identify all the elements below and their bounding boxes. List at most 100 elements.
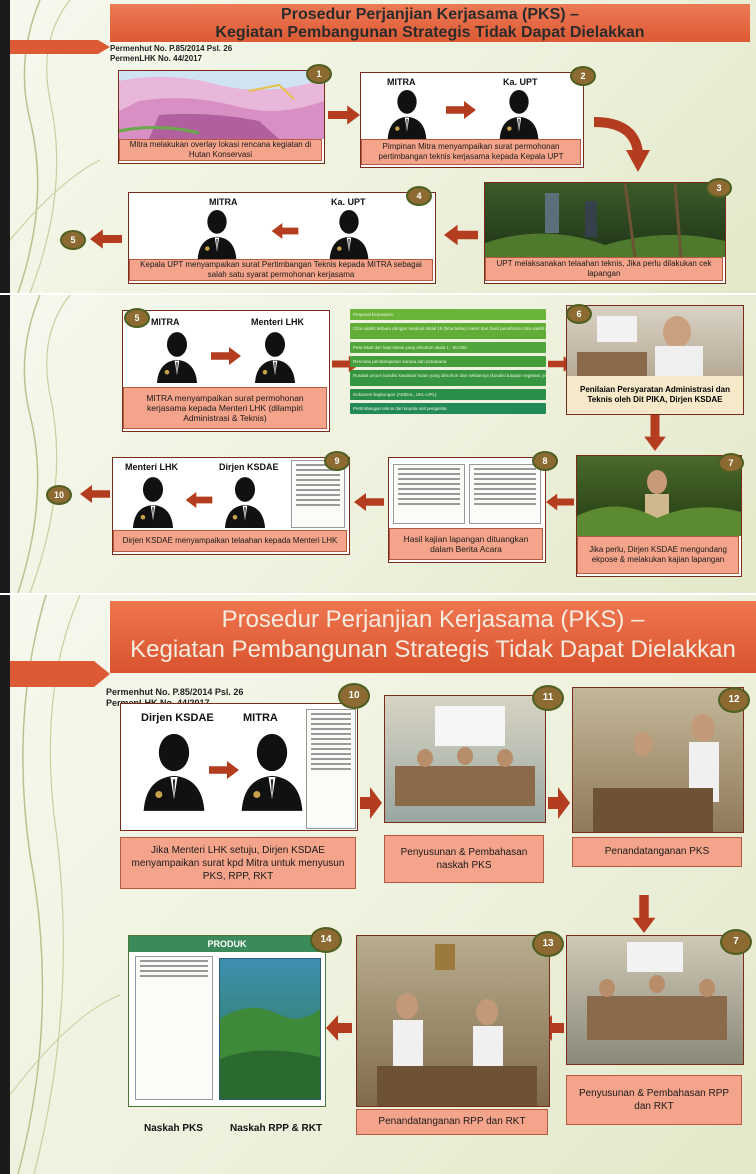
- step-caption: Hasil kajian lapangan dituangkan dalam B…: [389, 528, 543, 560]
- person-icon: [321, 207, 377, 259]
- step-badge: 9: [324, 451, 350, 471]
- arrow-right: [433, 101, 489, 119]
- step-badge: 4: [406, 186, 432, 206]
- step-caption: Penandatanganan RPP dan RKT: [356, 1109, 548, 1135]
- step-badge: 8: [532, 451, 558, 471]
- actor-label: Ka. UPT: [331, 197, 366, 207]
- actor-label: Ka. UPT: [503, 77, 538, 87]
- person-icon: [217, 474, 273, 528]
- title-banner: Prosedur Perjanjian Kerjasama (PKS) – Ke…: [110, 4, 750, 42]
- step-signing-group: Penandatanganan PKS: [572, 687, 744, 877]
- document-thumbnail: [393, 464, 465, 524]
- product-label: Naskah RPP & RKT: [230, 1123, 323, 1134]
- arrow-right: [360, 787, 382, 819]
- requirement-item: Pertimbangan teknis dari kepala unit pen…: [350, 403, 546, 414]
- products-header: PRODUK: [129, 936, 325, 952]
- step-caption: Penandatanganan PKS: [572, 837, 742, 867]
- step-badge: 5: [124, 308, 150, 328]
- meeting-photo: [566, 935, 744, 1065]
- step-assessment-box: Penilaian Persyaratan Administrasi dan T…: [566, 305, 744, 415]
- requirement-item: Rusalat umum kondisi kawasan hutan yang …: [350, 370, 546, 386]
- regulation-1: Permenhut No. P.85/2014 Psl. 26: [110, 44, 233, 53]
- step-badge: 7: [718, 453, 744, 473]
- title-line-2: Kegiatan Pembangunan Strategis Tidak Dap…: [215, 24, 645, 41]
- step-caption: UPT melaksanakan telaahan teknis, Jika p…: [485, 257, 723, 281]
- person-icon: [247, 329, 303, 383]
- step-badge: 3: [706, 178, 732, 198]
- step-overlay-box: Mitra melakukan overlay lokasi rencana k…: [118, 70, 325, 164]
- regulation-1: Permenhut No. P.85/2014 Psl. 26: [106, 687, 244, 697]
- step-caption: Penilaian Persyaratan Administrasi dan T…: [567, 376, 743, 414]
- slide-1: Prosedur Perjanjian Kerjasama (PKS) – Ke…: [10, 0, 756, 293]
- requirement-item: Proposal kerjasama: [350, 309, 546, 320]
- regulation-2: PermenLHK No. 44/2017: [110, 54, 203, 63]
- step-letter-box: MITRA Ka. UPT Pimpinan Mitra menyampaika…: [360, 72, 584, 168]
- title-banner: Prosedur Perjanjian Kerjasama (PKS) – Ke…: [110, 601, 756, 673]
- step-caption: Dirjen KSDAE menyampaikan telaahan kepad…: [113, 530, 347, 552]
- step-caption: MITRA menyampaikan surat permohonan kerj…: [123, 387, 327, 429]
- requirements-list: Proposal kerjasama Citra satelit terbaru…: [350, 309, 546, 417]
- person-icon: [495, 87, 543, 139]
- meeting-photo: [384, 695, 546, 823]
- person-icon: [125, 474, 181, 528]
- meeting-photo: [567, 306, 743, 376]
- arrow-right: [328, 104, 360, 126]
- step-drafting-group: Penyusunan & Pembahasan naskah PKS: [384, 695, 546, 883]
- title-line-1: Prosedur Perjanjian Kerjasama (PKS) –: [281, 6, 579, 23]
- next-step-badge: 5: [60, 230, 86, 250]
- arrow-curve-down: [594, 117, 650, 172]
- title-pointer-arrow: [10, 40, 110, 54]
- person-icon: [189, 207, 245, 259]
- person-icon: [237, 728, 307, 812]
- actor-label: Menteri LHK: [125, 462, 179, 472]
- step-pertek-box: MITRA Ka. UPT Kepala UPT menyampaikan su…: [128, 192, 436, 284]
- step-caption: Jika Menteri LHK setuju, Dirjen KSDAE me…: [120, 837, 356, 889]
- product-label: Naskah PKS: [144, 1123, 203, 1134]
- actor-label: Dirjen KSDAE: [141, 712, 214, 724]
- products-box: PRODUK: [128, 935, 326, 1107]
- step-caption: Penyusunan & Pembahasan naskah PKS: [384, 835, 544, 883]
- arrow-left: [80, 483, 110, 505]
- step-field-study-box: Jika perlu, Dirjen KSDAE mengundang ekpo…: [576, 455, 742, 577]
- step-badge: 13: [532, 931, 564, 957]
- step-badge: 14: [310, 927, 342, 953]
- slide-border: [0, 0, 10, 293]
- arrow-left: [326, 1015, 352, 1041]
- step-badge: 1: [306, 64, 332, 84]
- actor-label: MITRA: [209, 197, 238, 207]
- arrow-right: [209, 760, 239, 780]
- actor-label: Menteri LHK: [251, 317, 305, 327]
- actor-label: MITRA: [151, 317, 180, 327]
- slide-3: Prosedur Perjanjian Kerjasama (PKS) – Ke…: [10, 595, 756, 1174]
- signing-photo: [572, 687, 744, 833]
- person-icon: [149, 329, 205, 383]
- title-line-1: Prosedur Perjanjian Kerjasama (PKS) –: [221, 606, 645, 633]
- arrow-down: [642, 415, 668, 451]
- arrow-right: [548, 787, 570, 819]
- arrow-left: [185, 492, 213, 508]
- document-thumbnail: [306, 709, 356, 829]
- arrow-right: [211, 347, 241, 365]
- slide-border: [0, 295, 10, 593]
- step-approval-group: Dirjen KSDAE MITRA Jika Menteri LHK setu…: [120, 703, 358, 985]
- arrow-left: [546, 491, 574, 513]
- arrow-left: [354, 491, 384, 513]
- leaf-decoration: [17, 295, 71, 593]
- step-caption: Jika perlu, Dirjen KSDAE mengundang ekpo…: [577, 536, 739, 574]
- document-thumbnail: [291, 460, 345, 528]
- step-rpp-signing-group: Penandatanganan RPP dan RKT: [356, 935, 550, 1149]
- step-badge: 11: [532, 685, 564, 711]
- document-thumbnail: [469, 464, 541, 524]
- person-icon: [139, 728, 209, 812]
- pks-document-cover: [135, 956, 213, 1100]
- map-image: [118, 71, 324, 139]
- step-caption: Kepala UPT menyampaikan surat Pertimbang…: [129, 259, 433, 281]
- arrow-left: [257, 223, 313, 239]
- step-rpp-drafting-group: Penyusunan & Pembahasan RPP dan RKT: [566, 935, 744, 1149]
- field-photo: [485, 183, 725, 257]
- step-application-box: MITRA Menteri LHK MITRA menyampaikan sur…: [122, 310, 330, 432]
- arrow-left: [444, 224, 478, 246]
- step-caption: Penyusunan & Pembahasan RPP dan RKT: [566, 1075, 742, 1125]
- title-line-2: Kegiatan Pembangunan Strategis Tidak Dap…: [130, 636, 736, 663]
- actor-label: MITRA: [243, 712, 278, 724]
